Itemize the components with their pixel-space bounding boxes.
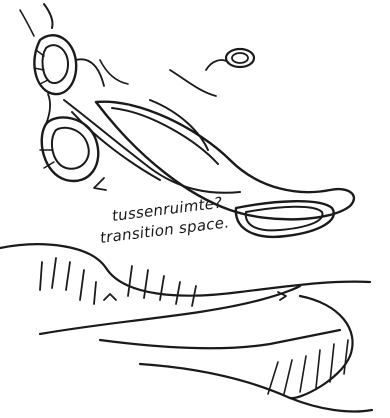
arrow-mark-upper [94, 178, 106, 190]
upper-ring-form [20, 4, 76, 94]
bottom-ground [100, 292, 372, 412]
middle-ring-form [40, 94, 98, 181]
small-blob [170, 49, 254, 96]
lower-landform [0, 244, 370, 334]
